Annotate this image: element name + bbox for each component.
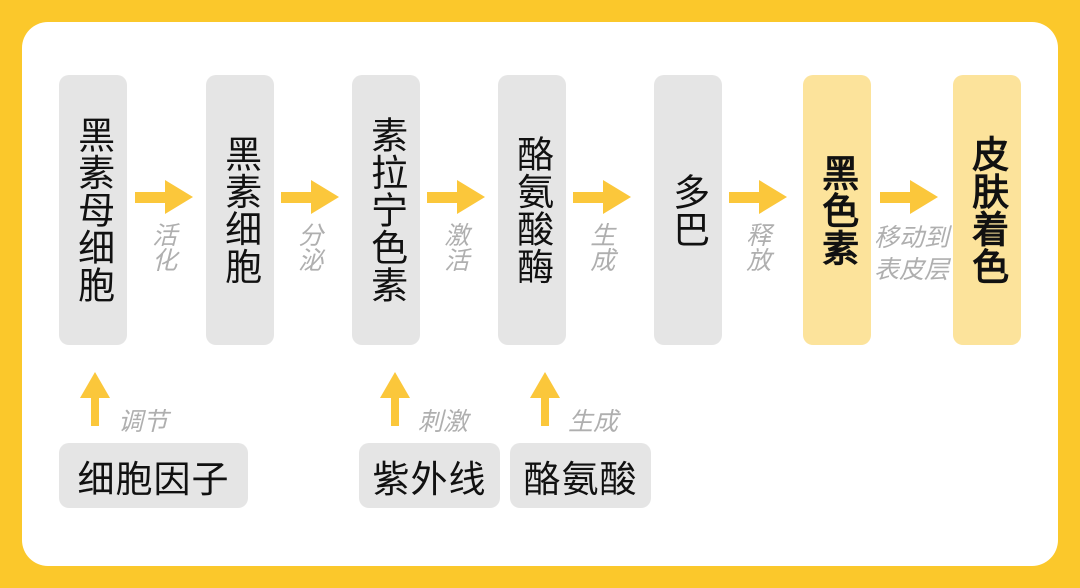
transition-label-activation: 活化 (148, 222, 177, 272)
input-action-label-stimulate: 刺激 (418, 408, 469, 436)
flow-diagram: 黑素母细胞 活化 黑素细胞 分泌 素拉宁色素 (22, 22, 1058, 566)
arrow-head (759, 180, 787, 214)
arrow-head (380, 372, 410, 398)
arrow-shaft (135, 192, 169, 203)
arrow-right-icon-2 (281, 180, 339, 214)
arrow-shaft (573, 192, 607, 203)
flow-node-suranin-pigment[interactable]: 素拉宁色素 (352, 75, 420, 345)
transition-label-activate: 激活 (440, 222, 469, 272)
arrow-right-icon-1 (135, 180, 193, 214)
input-action-label-produce: 生成 (568, 408, 619, 436)
arrow-shaft (391, 394, 399, 426)
arrow-head (165, 180, 193, 214)
arrow-right-icon-3 (427, 180, 485, 214)
flow-node-melanocyte[interactable]: 黑素细胞 (206, 75, 274, 345)
arrow-head (603, 180, 631, 214)
input-action-label-regulate: 调节 (118, 408, 169, 436)
flow-node-dopa[interactable]: 多巴 (654, 75, 722, 345)
arrow-shaft (427, 192, 461, 203)
arrow-shaft (880, 192, 914, 203)
flow-node-melanin[interactable]: 黑色素 (803, 75, 871, 345)
diagram-card: 黑素母细胞 活化 黑素细胞 分泌 素拉宁色素 (22, 22, 1058, 566)
arrow-head (530, 372, 560, 398)
arrow-shaft (91, 394, 99, 426)
arrow-shaft (729, 192, 763, 203)
flow-node-label: 多巴 (667, 172, 709, 248)
arrow-shaft (281, 192, 315, 203)
input-node-label: 紫外线 (372, 458, 487, 500)
arrow-right-icon-6 (880, 180, 938, 214)
flow-node-label: 黑素母细胞 (72, 116, 114, 304)
input-node-label: 细胞因子 (77, 458, 230, 500)
arrow-head (80, 372, 110, 398)
transition-label-secretion: 分泌 (294, 222, 323, 272)
flow-node-label: 酪氨酸酶 (511, 135, 553, 285)
arrow-shaft (541, 394, 549, 426)
arrow-head (910, 180, 938, 214)
flow-node-label: 黑素细胞 (219, 135, 261, 285)
transition-label-move-to-epidermis-line2: 表皮层 (874, 256, 950, 284)
transition-label-release: 释放 (742, 222, 771, 272)
arrow-head (457, 180, 485, 214)
flow-node-label: 黑色素 (816, 153, 858, 267)
input-node-cytokine[interactable]: 细胞因子 (59, 443, 248, 508)
flow-node-melanoblast[interactable]: 黑素母细胞 (59, 75, 127, 345)
flow-node-tyrosinase[interactable]: 酪氨酸酶 (498, 75, 566, 345)
arrow-up-icon-2 (380, 372, 410, 426)
arrow-up-icon-1 (80, 372, 110, 426)
flow-node-skin-pigmentation[interactable]: 皮肤着色 (953, 75, 1021, 345)
input-node-tyrosine[interactable]: 酪氨酸 (510, 443, 651, 508)
arrow-up-icon-3 (530, 372, 560, 426)
arrow-right-icon-5 (729, 180, 787, 214)
input-node-label: 酪氨酸 (523, 458, 638, 500)
arrow-right-icon-4 (573, 180, 631, 214)
flow-node-label: 素拉宁色素 (365, 116, 407, 304)
transition-label-move-to-epidermis-line1: 移动到 (874, 224, 950, 252)
flow-node-label: 皮肤着色 (966, 135, 1008, 285)
input-node-uv[interactable]: 紫外线 (359, 443, 500, 508)
transition-label-generate: 生成 (586, 222, 615, 272)
arrow-head (311, 180, 339, 214)
